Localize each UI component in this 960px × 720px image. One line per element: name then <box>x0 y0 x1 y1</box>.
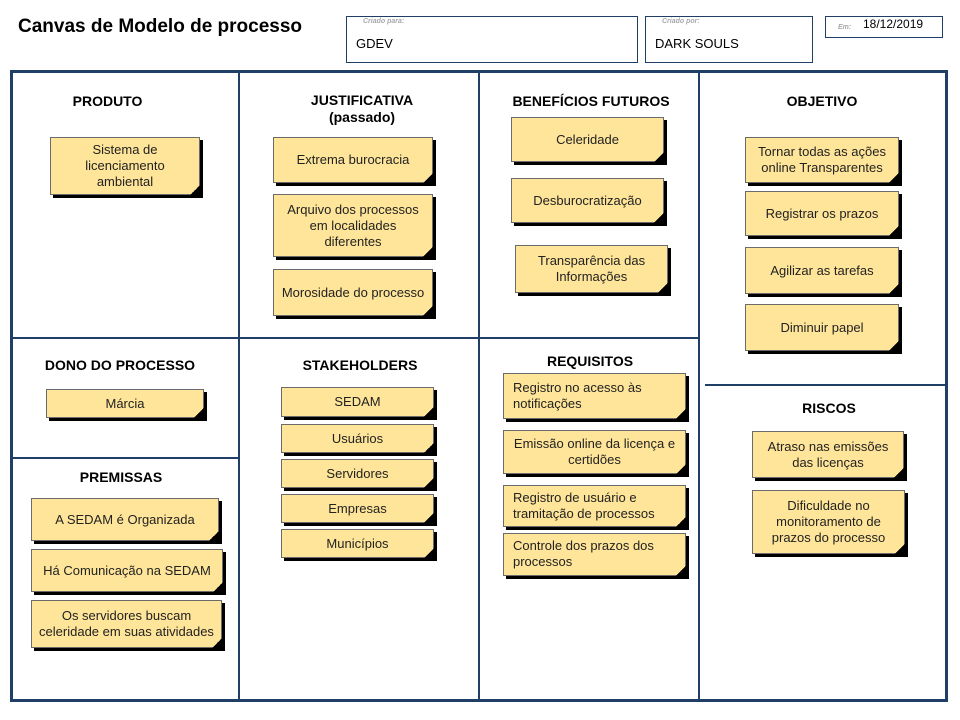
section-title-requisitos: REQUISITOS <box>546 353 634 369</box>
divider-h-main <box>13 337 699 339</box>
section-title-dono: DONO DO PROCESSO <box>44 357 196 373</box>
sticky-note[interactable]: Há Comunicação na SEDAM <box>31 549 223 592</box>
sticky-note[interactable]: Sistema de licenciamento ambiental <box>50 137 200 195</box>
sticky-note[interactable]: Controle dos prazos dos processos <box>503 533 686 576</box>
sticky-note[interactable]: Transparência das Informações <box>515 245 668 293</box>
sticky-note[interactable]: Agilizar as tarefas <box>745 247 899 294</box>
criado-por-value: DARK SOULS <box>655 36 739 51</box>
section-title-produto: PRODUTO <box>72 93 143 109</box>
section-title-stakeholders: STAKEHOLDERS <box>302 357 418 373</box>
criado-para-value: GDEV <box>356 36 393 51</box>
sticky-note[interactable]: Servidores <box>281 459 434 488</box>
sticky-note[interactable]: Extrema burocracia <box>273 137 433 183</box>
sticky-note[interactable]: Márcia <box>46 389 204 418</box>
criado-por-label: Criado por: <box>662 18 700 25</box>
section-title-beneficios: BENEFÍCIOS FUTUROS <box>512 93 670 109</box>
section-title-objetivo: OBJETIVO <box>786 93 858 109</box>
sticky-note[interactable]: Registro no acesso às notificações <box>503 373 686 419</box>
sticky-note[interactable]: SEDAM <box>281 387 434 417</box>
section-title-justificativa: JUSTIFICATIVA (passado) <box>310 92 414 125</box>
divider-v2 <box>478 73 480 700</box>
sticky-note[interactable]: Arquivo dos processos em localidades dif… <box>273 194 433 257</box>
sticky-note[interactable]: Empresas <box>281 494 434 523</box>
sticky-note[interactable]: Municípios <box>281 529 434 558</box>
divider-v1 <box>238 73 240 700</box>
section-title-premissas: PREMISSAS <box>79 469 163 485</box>
divider-h-left <box>13 457 239 459</box>
sticky-note[interactable]: Usuários <box>281 424 434 453</box>
sticky-note[interactable]: Diminuir papel <box>745 304 899 351</box>
sticky-note[interactable]: Registro de usuário e tramitação de proc… <box>503 485 686 527</box>
criado-para-label: Criado para: <box>363 18 405 25</box>
sticky-note[interactable]: Registrar os prazos <box>745 191 899 236</box>
sticky-note[interactable]: Morosidade do processo <box>273 269 433 316</box>
criado-para-field[interactable]: Criado para: GDEV <box>346 16 638 63</box>
sticky-note[interactable]: A SEDAM é Organizada <box>31 498 219 541</box>
date-label: Em: <box>838 24 852 31</box>
sticky-note[interactable]: Atraso nas emissões das licenças <box>752 431 904 478</box>
date-value: 18/12/2019 <box>863 17 924 31</box>
sticky-note[interactable]: Emissão online da licença e certidões <box>503 430 686 474</box>
sticky-note[interactable]: Tornar todas as ações online Transparent… <box>745 137 899 183</box>
section-title-riscos: RISCOS <box>802 400 856 416</box>
sticky-note[interactable]: Os servidores buscam celeridade em suas … <box>31 600 222 648</box>
sticky-note[interactable]: Dificuldade no monitoramento de prazos d… <box>752 490 905 554</box>
sticky-note[interactable]: Desburocratização <box>511 178 664 223</box>
page-title: Canvas de Modelo de processo <box>18 16 303 37</box>
divider-h-right <box>705 384 945 386</box>
divider-v3 <box>698 73 700 700</box>
sticky-note[interactable]: Celeridade <box>511 117 664 162</box>
criado-por-field[interactable]: Criado por: DARK SOULS <box>645 16 813 63</box>
date-field[interactable]: Em: 18/12/2019 <box>825 16 943 38</box>
